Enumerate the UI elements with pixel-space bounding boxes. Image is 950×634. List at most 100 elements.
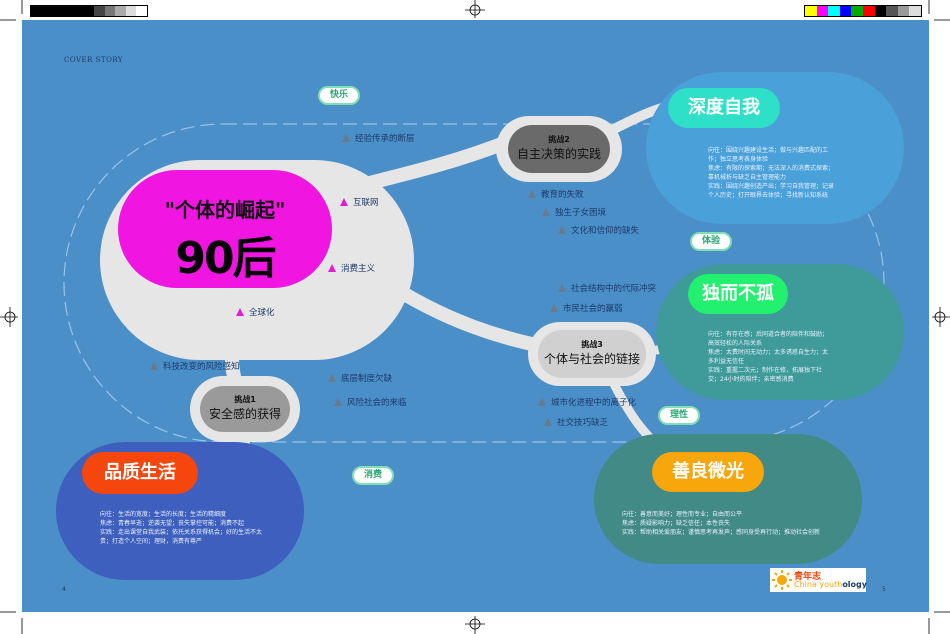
triangle-icon (342, 134, 350, 142)
desc-line: 向往：围绕兴趣建设生活；做与兴趣匹配的工 (708, 147, 829, 154)
keyword-text: 互联网 (353, 198, 379, 208)
section-pinzhi-title: 品质生活 (82, 452, 198, 494)
keyword-text: 社交技巧缺乏 (557, 418, 609, 428)
desc-line: 向往：善意而美好；理性而专业；自由而公平 (622, 511, 743, 518)
triangle-icon (328, 264, 336, 272)
desc-line: 实践：重握二次元；制作在修，拓展独下社 (708, 367, 823, 374)
keyword: 风险社会的来临 (334, 396, 407, 408)
keyword: 文化和信仰的缺失 (558, 224, 639, 236)
keyword: 消费主义 (328, 262, 375, 274)
section-pinzhi-desc: 向往：生活的宽度；生活的长度；生活的精细度 焦虑：青春早逝；逆袭无望；丧失掌控可… (100, 510, 262, 546)
triangle-icon (558, 284, 566, 292)
keyword: 社交技巧缺乏 (544, 416, 608, 428)
sun-logo-icon (772, 570, 792, 590)
triangle-icon (328, 374, 336, 382)
keyword-text: 经验传承的断层 (355, 134, 415, 144)
section-shanliang-desc: 向往：善意而美好；理性而专业；自由而公平 焦虑：质疑影响力；缺乏信任；本性丧失 … (622, 510, 820, 537)
tag-tiyan: 体验 (690, 232, 732, 251)
logo-en-1: China youth (794, 580, 843, 589)
desc-line: 向往：有存在感；后同道合者的陪伴和鼓励； (708, 331, 829, 338)
keyword: 底层制度欠缺 (328, 372, 392, 384)
grayscale-bar (30, 5, 148, 17)
keyword: 市民社会的羸弱 (550, 302, 623, 314)
main-title: "个体的崛起" (164, 198, 286, 222)
title-block: "个体的崛起" 90后 (118, 170, 332, 288)
desc-line: 焦虑：青春早逝；逆袭无望；丧失掌控可能；消费不起 (100, 520, 245, 527)
keyword: 城市化进程中的离子化 (538, 396, 636, 408)
keyword-text: 全球化 (249, 308, 275, 318)
triangle-icon (236, 308, 244, 316)
challenge-2-label: 挑战2 (548, 135, 570, 144)
keyword: 科技改变的风险感知 (150, 360, 240, 372)
cover-story-label: COVER STORY (64, 56, 124, 64)
keyword-text: 风险社会的来临 (347, 398, 407, 408)
keyword-text: 文化和信仰的缺失 (571, 226, 640, 236)
challenge-1-label: 挑战1 (234, 395, 256, 404)
triangle-icon (340, 198, 348, 206)
triangle-icon (334, 398, 342, 406)
desc-line: 焦虑：有限的探索期；无法深入的消费式探索； (708, 165, 835, 172)
desc-line: 实践：帮助相关爱朋友；谨慎思考再发声；感同身受再行动；推动社会创新 (622, 529, 821, 536)
desc-line: 高效轻松的人际关系 (708, 340, 763, 347)
keyword-text: 教育的失败 (541, 190, 584, 200)
desc-line: 焦虑：质疑影响力；缺乏信任；本性丧失 (622, 520, 731, 527)
triangle-icon (538, 398, 546, 406)
section-shanliang-title: 善良微光 (652, 452, 764, 492)
keyword: 全球化 (236, 306, 275, 318)
section-shendu-title: 深度自我 (668, 88, 780, 128)
triangle-icon (528, 190, 536, 198)
title-number: 90后 (175, 233, 276, 284)
desc-line: 实践：走出课堂自我武装；依托关系获得机会；好的生活不太 (100, 529, 263, 536)
keyword: 社会结构中的代际冲突 (558, 282, 656, 294)
triangle-icon (150, 362, 158, 370)
triangle-icon (558, 226, 566, 234)
triangle-icon (542, 208, 550, 216)
keyword: 经验传承的断层 (342, 132, 415, 144)
section-shendu-desc: 向往：围绕兴趣建设生活；做与兴趣匹配的工 作；独立思考表身体验 焦虑：有限的探索… (708, 146, 834, 200)
tag-xiaofei: 消费 (352, 466, 394, 485)
page-number-right: 5 (882, 586, 886, 593)
desc-line: 焦虑：太费时间无动力；太多诱惑自生力；太 (708, 349, 829, 356)
challenge-2-inner: 挑战2 自主决策的实践 (508, 125, 610, 173)
keyword-text: 社会结构中的代际冲突 (571, 284, 657, 294)
keyword-text: 底层制度欠缺 (341, 374, 393, 384)
challenge-1-node: 挑战1 安全感的获得 (190, 376, 300, 442)
triangle-icon (550, 304, 558, 312)
logo-en: China youthology (794, 580, 867, 589)
keyword: 互联网 (340, 196, 379, 208)
desc-line: 多利益无信任 (708, 358, 745, 365)
challenge-2-text: 自主决策的实践 (516, 147, 601, 161)
color-bar (804, 5, 922, 17)
challenge-2-node: 挑战2 自主决策的实践 (496, 116, 622, 182)
triangle-icon (544, 418, 552, 426)
challenge-3-text: 个体与社会的链接 (543, 352, 640, 366)
page-number-left: 4 (62, 586, 66, 593)
desc-line: 实践：围绕兴趣创造产出；学习自我管理；记录 (708, 183, 835, 190)
desc-line: 靠机械析与缺乏自主管理能力 (708, 174, 787, 181)
desc-line: 个人历史；打开眼界去体验；寻找新认知系统 (708, 192, 829, 199)
tag-lixing: 理性 (658, 406, 700, 425)
tag-kuaile: 快乐 (318, 86, 360, 105)
keyword-text: 独生子女困境 (555, 208, 607, 218)
desc-line: 向往：生活的宽度；生活的长度；生活的精细度 (100, 511, 227, 518)
keyword-text: 消费主义 (341, 264, 376, 274)
keyword: 教育的失败 (528, 188, 584, 200)
keyword-text: 科技改变的风险感知 (163, 362, 240, 372)
keyword-text: 城市化进程中的离子化 (551, 398, 637, 408)
challenge-3-node: 挑战3 个体与社会的链接 (528, 322, 656, 386)
section-duer-title: 独而不孤 (688, 274, 788, 314)
keyword: 独生子女困境 (542, 206, 606, 218)
logo-en-2: ology (842, 580, 867, 589)
challenge-1-inner: 挑战1 安全感的获得 (200, 386, 290, 432)
china-youthology-logo: 青年志 China youthology (770, 568, 867, 592)
challenge-3-inner: 挑战3 个体与社会的链接 (538, 330, 646, 378)
desc-line: 交；24小时的陪伴；亲密感消费 (708, 376, 794, 383)
section-duer-desc: 向往：有存在感；后同道合者的陪伴和鼓励； 高效轻松的人际关系 焦虑：太费时间无动… (708, 330, 828, 384)
desc-line: 作；独立思考表身体验 (708, 156, 769, 163)
desc-line: 贵；打造个人空间；理财，消费有尊严 (100, 538, 203, 545)
challenge-3-label: 挑战3 (581, 340, 603, 349)
logo-cn: 青年志 (794, 572, 822, 582)
magazine-spread: COVER STORY "个体的崛起" 90后 挑战2 自主决策的实践 挑战3 … (22, 20, 929, 612)
keyword-text: 市民社会的羸弱 (563, 304, 623, 314)
